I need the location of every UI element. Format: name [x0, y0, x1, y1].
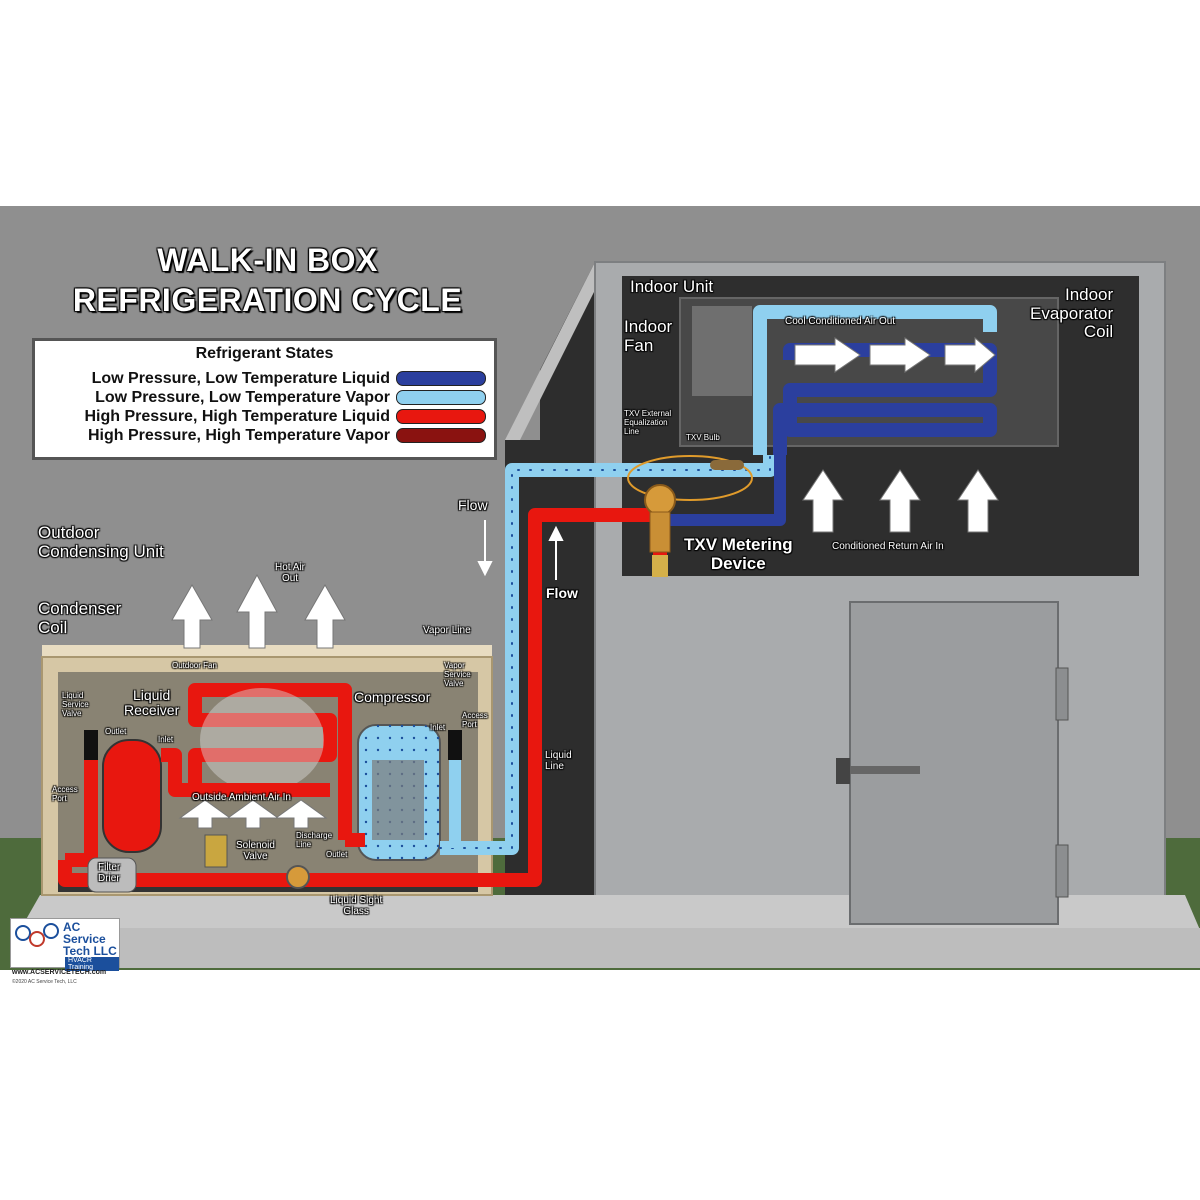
return-air-arrows — [802, 469, 999, 533]
txv-outlet-line — [670, 455, 786, 526]
logo-url: www.ACSERVICETECH.com — [12, 969, 107, 976]
cool-air-out-arrows — [794, 336, 996, 374]
legend-row: Low Pressure, Low Temperature Vapor — [35, 388, 494, 407]
diagram-title: WALK-IN BOX REFRIGERATION CYCLE — [60, 240, 475, 320]
door-hinge-top — [1055, 667, 1069, 721]
label-conditioned-return-air-in: Conditioned Return Air In — [832, 541, 944, 552]
label-discharge-line: Discharge Line — [296, 831, 333, 849]
label-txv-external-equalization-line: TXV External Equalization Line — [624, 409, 672, 436]
door-handle-bar — [850, 766, 920, 774]
label-access-port-right: Access Port — [462, 711, 488, 729]
liquid-service-valve — [84, 730, 98, 760]
filter-drier — [87, 857, 137, 893]
label-cool-conditioned-air-out: Cool Conditioned Air Out — [785, 316, 896, 327]
txv-bulb — [710, 460, 744, 470]
label-outdoor-condensing-unit: Outdoor Condensing Unit — [38, 523, 164, 561]
label-solenoid-valve: Solenoid Valve — [236, 840, 275, 862]
condensing-unit-top — [42, 645, 492, 657]
logo-copyright: ©2020 AC Service Tech, LLC — [12, 979, 77, 985]
label-outdoor-fan: Outdoor Fan — [172, 661, 217, 670]
walk-in-roof-slope — [505, 262, 595, 440]
label-liquid-service-valve: Liquid Service Valve — [62, 691, 89, 718]
door-hinge-bottom — [1055, 844, 1069, 898]
vapor-line-dots — [439, 454, 771, 849]
legend-swatch-high-liquid — [396, 409, 486, 424]
evaporator-coil-vapor — [753, 305, 997, 455]
label-txv-bulb: TXV Bulb — [686, 433, 720, 442]
title-line-2: REFRIGERATION CYCLE — [72, 282, 463, 318]
legend-row: High Pressure, High Temperature Vapor — [35, 426, 494, 445]
legend-label: Low Pressure, Low Temperature Liquid — [91, 369, 390, 387]
label-vapor-service-valve: Vapor Service Valve — [444, 661, 471, 688]
txv-body — [649, 511, 671, 553]
legend-swatch-low-liquid — [396, 371, 486, 386]
legend-label: Low Pressure, Low Temperature Vapor — [95, 388, 390, 406]
gauge-icon — [29, 931, 45, 947]
solenoid-valve — [204, 834, 228, 868]
legend-row: High Pressure, High Temperature Liquid — [35, 407, 494, 426]
legend-swatch-high-vapor — [396, 428, 486, 443]
ambient-air-arrows — [178, 799, 328, 829]
refrigerant-states-legend: Refrigerant States Low Pressure, Low Tem… — [32, 338, 497, 460]
outdoor-fan — [200, 688, 324, 792]
label-txv-metering-device: TXV Metering Device — [684, 535, 793, 573]
label-outside-ambient-air-in: Outside Ambient Air In — [192, 792, 291, 803]
legend-swatch-low-vapor — [396, 390, 486, 405]
label-access-port-left: Access Port — [52, 785, 78, 803]
label-flow-up: Flow — [546, 585, 578, 601]
walk-in-door — [849, 601, 1059, 925]
title-line-1: WALK-IN BOX — [157, 242, 378, 278]
label-flow-down: Flow — [458, 497, 488, 513]
flow-arrows — [477, 520, 564, 580]
hot-air-out-arrows — [171, 573, 346, 649]
logo-name: AC Service Tech LLC — [63, 920, 117, 958]
label-receiver-inlet: Inlet — [158, 735, 174, 744]
vapor-service-valve — [448, 730, 462, 760]
txv-metering-device — [644, 484, 676, 516]
concrete-base-front — [110, 928, 1200, 968]
legend-label: High Pressure, High Temperature Vapor — [87, 426, 390, 444]
indoor-fan-shroud — [692, 306, 752, 396]
label-liquid-line: Liquid Line — [545, 750, 572, 772]
label-indoor-unit: Indoor Unit — [630, 277, 714, 296]
label-compressor: Compressor — [354, 689, 431, 705]
logo-tagline: HVACR Training — [65, 957, 119, 971]
label-vapor-line: Vapor Line — [423, 625, 471, 636]
liquid-sight-glass — [286, 865, 310, 889]
legend-label: High Pressure, High Temperature Liquid — [84, 407, 390, 425]
label-compressor-outlet: Outlet — [326, 850, 348, 859]
legend-heading: Refrigerant States — [195, 345, 334, 362]
txv-highlight — [627, 455, 753, 501]
label-filter-drier: Filter Drier — [98, 862, 121, 884]
gauge-icon — [43, 923, 59, 939]
receiver-inlet-line — [161, 748, 330, 797]
door-handle — [836, 758, 850, 784]
legend-row: Low Pressure, Low Temperature Liquid — [35, 369, 494, 388]
txv-inlet-fitting — [652, 555, 668, 577]
label-indoor-fan: Indoor Fan — [624, 317, 673, 355]
compressor-internals — [372, 760, 424, 840]
label-liquid-receiver: Liquid Receiver — [124, 687, 180, 719]
label-hot-air-out: Hot Air Out — [275, 562, 306, 584]
ac-service-tech-logo: AC Service Tech LLC HVACR Training — [10, 918, 120, 971]
label-condenser-coil: Condenser Coil — [38, 599, 122, 637]
liquid-receiver — [102, 739, 162, 853]
label-liquid-sight-glass: Liquid Sight Glass — [330, 895, 383, 917]
label-receiver-outlet: Outlet — [105, 727, 127, 736]
label-compressor-inlet: Inlet — [430, 723, 446, 732]
condenser-coil — [188, 683, 352, 840]
label-indoor-evaporator-coil: Indoor Evaporator Coil — [1030, 285, 1114, 342]
